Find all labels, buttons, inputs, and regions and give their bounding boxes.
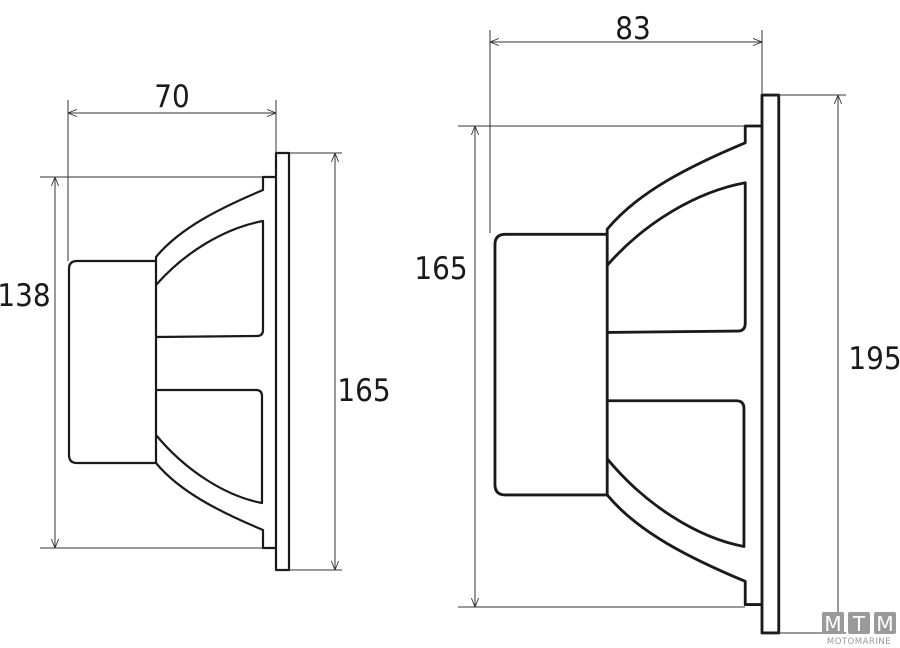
svg-text:M: M: [876, 612, 893, 636]
motomarine-logo: M T M MOTOMARINE: [822, 612, 896, 647]
speaker-right: 83 165 195: [414, 11, 900, 635]
inner-height-label: 138: [0, 278, 51, 314]
depth-label: 70: [154, 79, 189, 115]
svg-text:M: M: [824, 612, 841, 636]
depth-label: 83: [615, 11, 650, 47]
svg-text:MOTOMARINE: MOTOMARINE: [827, 637, 891, 647]
inner-height-label: 165: [414, 251, 467, 287]
outer-height-label: 165: [337, 373, 390, 409]
svg-text:T: T: [852, 612, 866, 636]
speaker-left: 70 138 165: [0, 79, 391, 572]
outer-height-label: 195: [848, 341, 900, 377]
